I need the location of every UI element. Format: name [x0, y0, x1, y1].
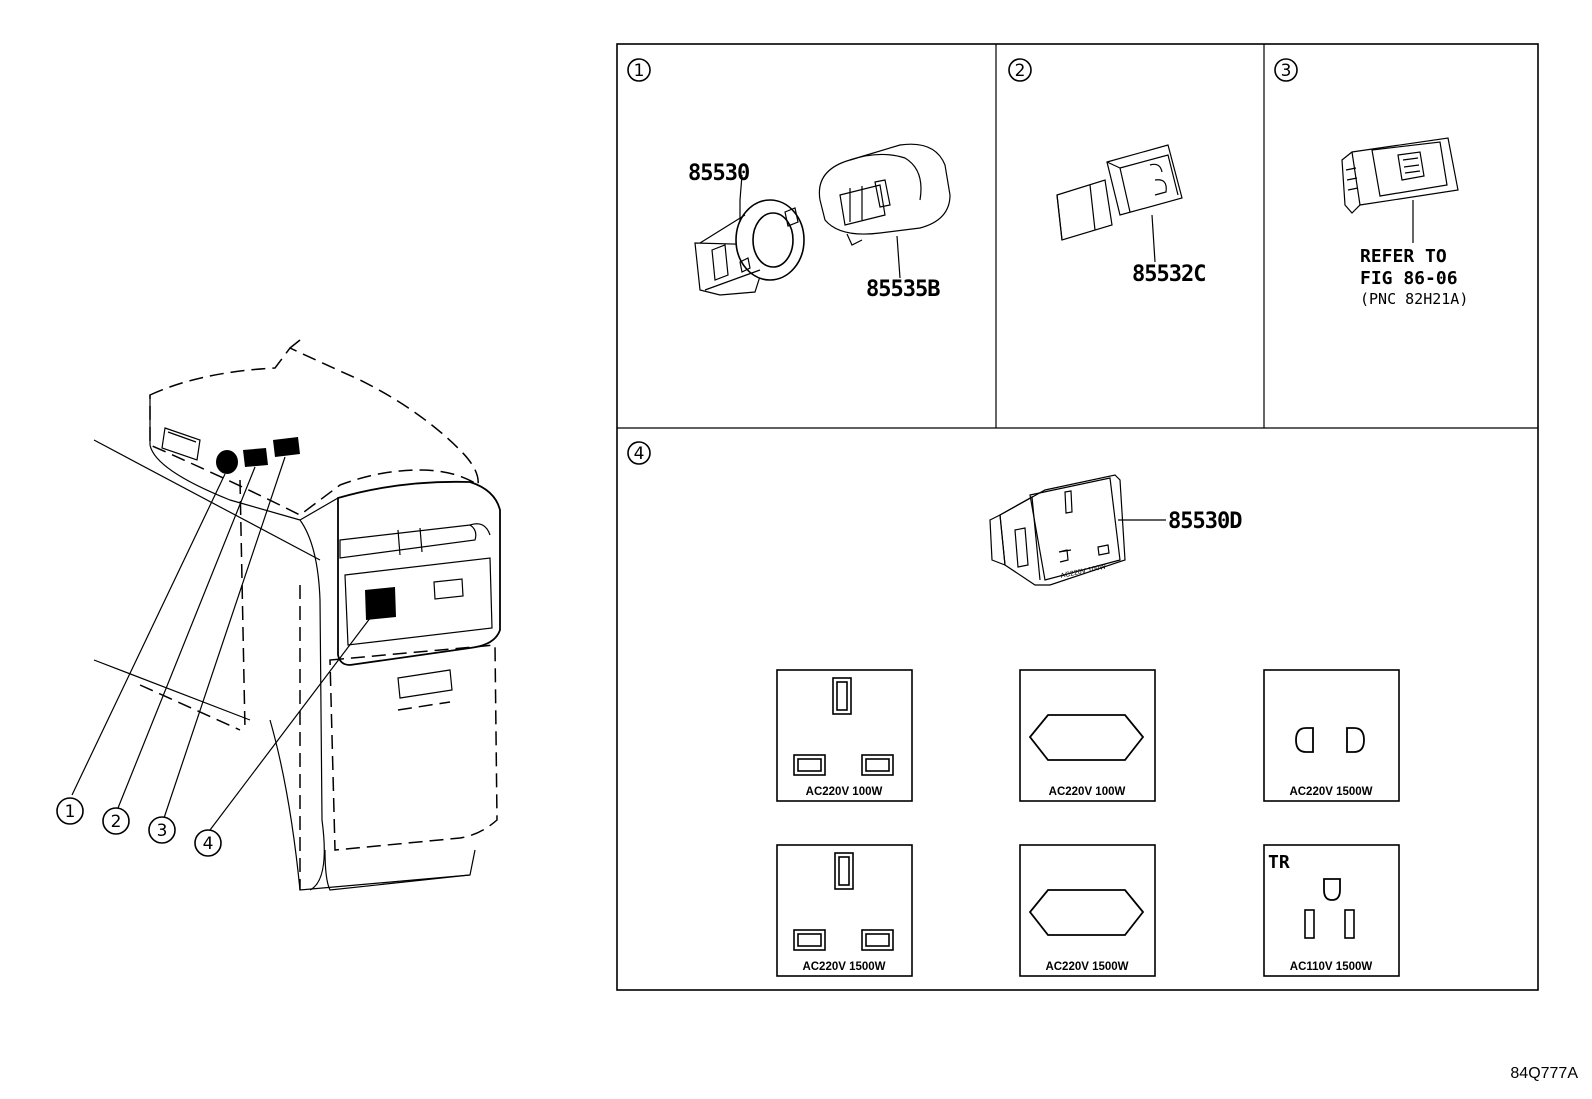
- refer-to-line3: (PNC 82H21A): [1360, 290, 1468, 308]
- socket-variant-1: [776, 669, 913, 802]
- section-1-number: 1: [634, 61, 645, 81]
- switch-85532C-drawing: [1056, 144, 1183, 263]
- part-85535B-label: 85535B: [866, 277, 940, 302]
- socket-85530-drawing: [694, 199, 805, 296]
- socket-variant-1-label: AC220V 100W: [806, 786, 883, 798]
- console-illustration: [56, 339, 501, 891]
- cap-85535B-drawing: [739, 143, 951, 279]
- socket-variant-5-label: AC220V 1500W: [1045, 961, 1128, 973]
- section-3-number: 3: [1281, 61, 1292, 81]
- socket-variant-4: [776, 844, 913, 977]
- callout-3: 3: [157, 821, 168, 841]
- socket-variant-2: [1019, 669, 1156, 802]
- part-85530-label: 85530: [688, 161, 749, 186]
- diagram-code: 84Q777A: [1510, 1065, 1578, 1082]
- socket-variant-2-label: AC220V 100W: [1049, 786, 1126, 798]
- callout-2: 2: [111, 812, 122, 832]
- outlet-85530D-drawing: [989, 474, 1166, 586]
- section-2-number: 2: [1015, 61, 1026, 81]
- socket-variant-4-label: AC220V 1500W: [802, 961, 885, 973]
- socket-variant-6-label: AC110V 1500W: [1290, 961, 1373, 973]
- part-85530D-label: 85530D: [1168, 509, 1242, 534]
- callout-1: 1: [65, 802, 76, 822]
- part-85532C-label: 85532C: [1132, 262, 1205, 287]
- socket-variant-5: [1019, 844, 1156, 977]
- socket-variant-3: [1263, 669, 1400, 802]
- refer-to-line2: FIG 86-06: [1360, 268, 1458, 289]
- socket-variant-6: [1263, 844, 1400, 977]
- callout-4: 4: [203, 834, 214, 854]
- socket-variant-6-tag: TR: [1268, 852, 1290, 873]
- socket-variant-3-label: AC220V 1500W: [1289, 786, 1372, 798]
- refer-to-line1: REFER TO: [1360, 246, 1447, 267]
- section-4-number: 4: [634, 444, 645, 464]
- module-82H21A-drawing: [1341, 137, 1459, 243]
